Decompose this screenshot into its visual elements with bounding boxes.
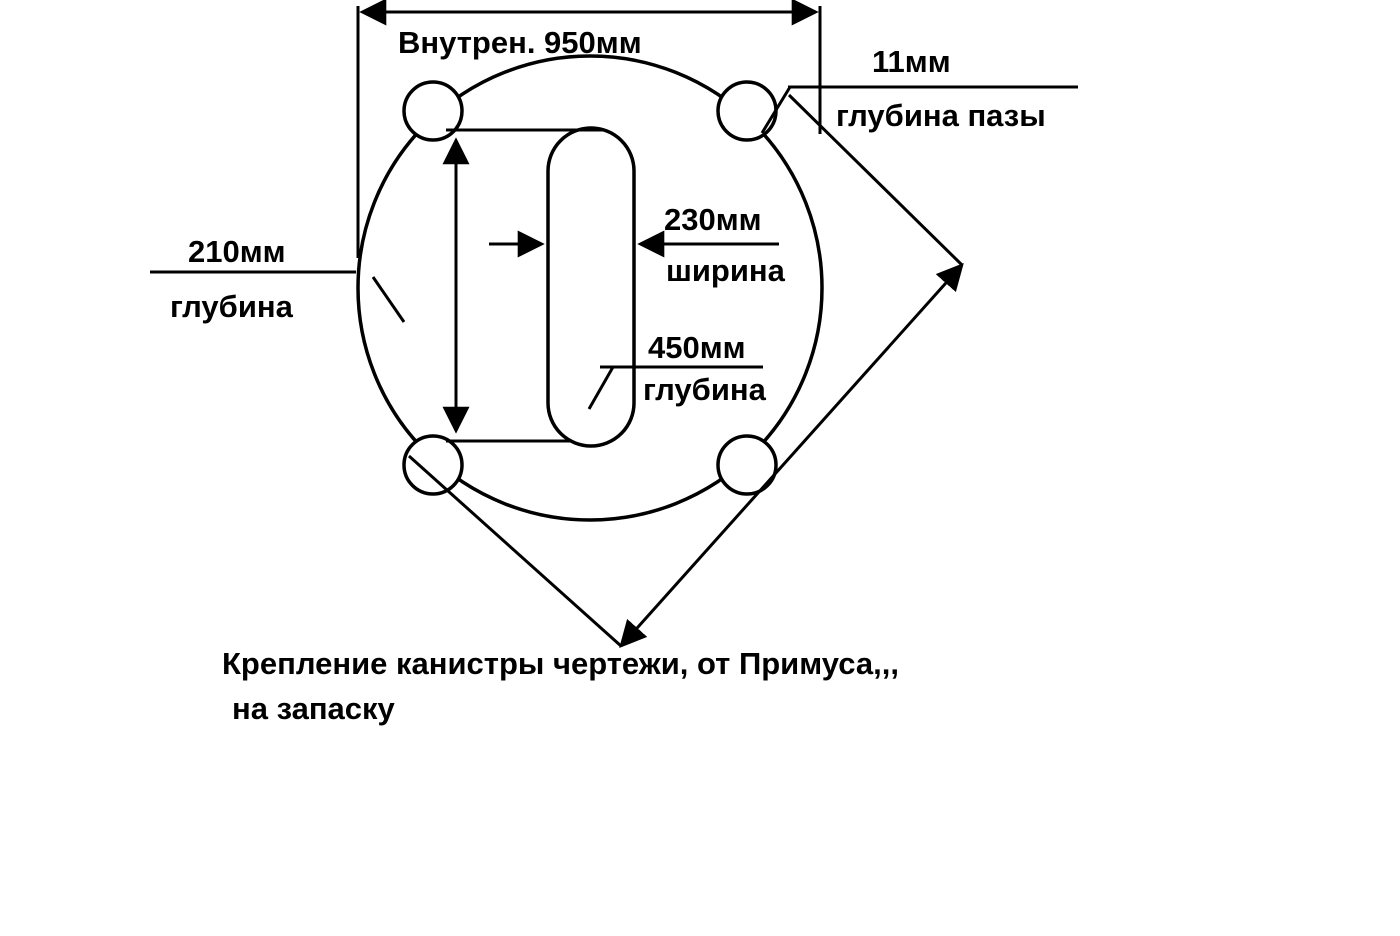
groove-depth-desc-label: глубина пазы (836, 98, 1046, 133)
groove-notch-top-left (402, 80, 464, 142)
slot-depth-desc-label: глубина (643, 372, 767, 407)
groove-notch-bottom-left (402, 434, 464, 496)
kite-edge-top (787, 93, 964, 267)
inner-diameter-label: Внутрен. 950мм (398, 25, 642, 60)
slot-width-desc-label: ширина (666, 253, 786, 288)
slot-width-value-label: 230мм (664, 202, 762, 237)
drawing-caption-line2: на запаску (232, 691, 396, 726)
left-depth-value-label: 210мм (188, 234, 286, 269)
kite-edge-diagonal-arrow (619, 262, 964, 649)
drawing-caption-line1: Крепление канистры чертежи, от Примуса,,… (222, 646, 899, 681)
left-depth-desc-label: глубина (170, 289, 294, 324)
kite-edge-bottom (407, 454, 623, 648)
groove-notch-top-right (716, 80, 778, 142)
groove-depth-leader (760, 86, 792, 134)
groove-depth-value-label: 11мм (872, 44, 951, 79)
canister-slot (546, 126, 636, 448)
slot-depth-leader (587, 366, 615, 410)
left-depth-leader (371, 276, 406, 323)
slot-depth-value-label: 450мм (648, 330, 746, 365)
groove-notch-bottom-right (716, 434, 778, 496)
